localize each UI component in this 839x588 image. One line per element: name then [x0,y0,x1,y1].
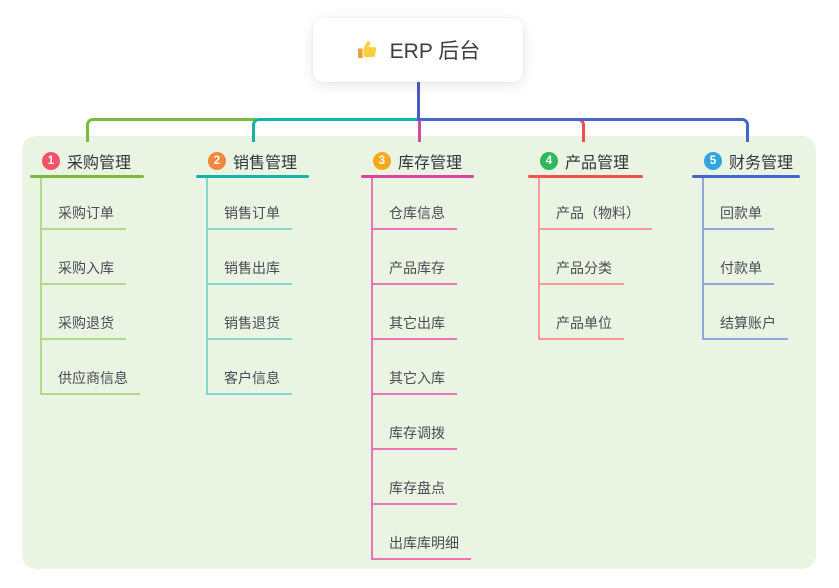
branches-panel [22,136,816,569]
branch-sales-label: 销售管理 [233,155,298,172]
node-customer-info[interactable]: 客户信息 [206,361,292,395]
branch-product-childline [538,178,540,340]
node-purchase-order[interactable]: 采购订单 [40,196,126,230]
node-payment-order[interactable]: 付款单 [702,251,774,285]
badge-2: 2 [208,152,226,170]
node-product-stock[interactable]: 产品库存 [371,251,457,285]
node-purchase-inbound[interactable]: 采购入库 [40,251,126,285]
node-settlement-account[interactable]: 结算账户 [702,306,788,340]
branch-product-rule [528,175,643,178]
node-sales-order[interactable]: 销售订单 [206,196,292,230]
thumbs-up-icon [356,38,380,62]
node-product-category[interactable]: 产品分类 [538,251,624,285]
badge-4: 4 [540,152,558,170]
branch-finance-childline [702,178,704,340]
node-other-inbound[interactable]: 其它入库 [371,361,457,395]
branch-finance-header[interactable]: 5 财务管理 [692,150,800,172]
branch-finance-label: 财务管理 [729,155,794,172]
node-product-material[interactable]: 产品（物料） [538,196,652,230]
badge-1: 1 [42,152,60,170]
root-connector [417,82,420,121]
branch-sales-rule [196,175,309,178]
branch-product-label: 产品管理 [565,155,630,172]
branch-product-header[interactable]: 4 产品管理 [528,150,643,172]
branch-sales-header[interactable]: 2 销售管理 [196,150,309,172]
node-sales-return[interactable]: 销售退货 [206,306,292,340]
branch-inventory-childline [371,178,373,560]
branch-inventory-rule [361,175,474,178]
node-stock-transfer[interactable]: 库存调拨 [371,416,457,450]
badge-5: 5 [704,152,722,170]
branch-inventory-label: 库存管理 [398,155,463,172]
node-product-unit[interactable]: 产品单位 [538,306,624,340]
root-node-label: ERP 后台 [389,40,481,63]
node-other-outbound[interactable]: 其它出库 [371,306,457,340]
branch-purchase-childline [40,178,42,395]
branch-finance-rule [692,175,800,178]
node-stock-count[interactable]: 库存盘点 [371,471,457,505]
node-purchase-return[interactable]: 采购退货 [40,306,126,340]
node-outbound-detail[interactable]: 出库库明细 [371,526,471,560]
node-sales-outbound[interactable]: 销售出库 [206,251,292,285]
branch-purchase-rule [30,175,144,178]
node-supplier-info[interactable]: 供应商信息 [40,361,140,395]
badge-3: 3 [373,152,391,170]
node-warehouse-info[interactable]: 仓库信息 [371,196,457,230]
branch-inventory-header[interactable]: 3 库存管理 [361,150,474,172]
branch-sales-childline [206,178,208,395]
node-receipt-order[interactable]: 回款单 [702,196,774,230]
root-node[interactable]: ERP 后台 [313,18,523,82]
branch-purchase-label: 采购管理 [67,155,132,172]
branch-purchase-header[interactable]: 1 采购管理 [30,150,144,172]
